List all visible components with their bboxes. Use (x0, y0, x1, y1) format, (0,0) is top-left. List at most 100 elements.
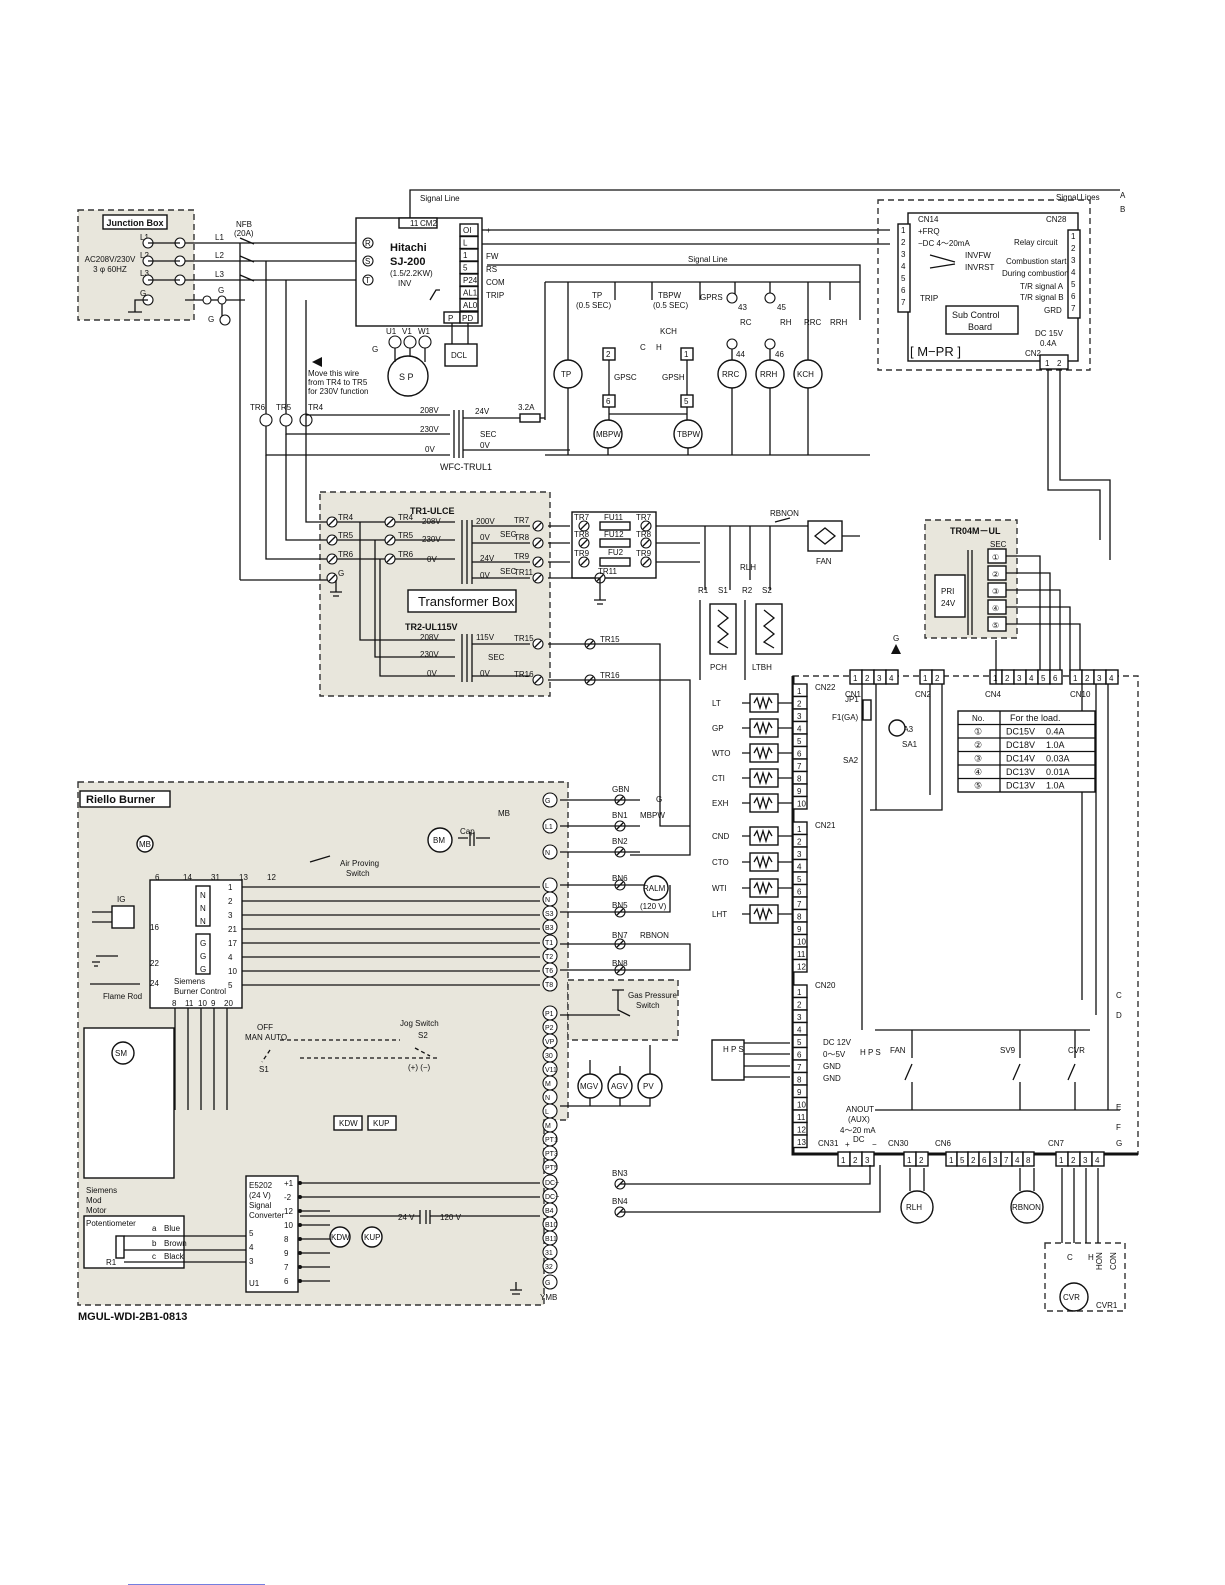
burner-ctl-pin-16: 16 (150, 923, 159, 932)
bn-bn7: BN7 (612, 931, 628, 940)
fu12: FU12 (604, 530, 624, 539)
kch-coil: KCH (797, 370, 814, 379)
fan-and-heaters: RBNON FAN RLH R1 S1 R2 S2 PCH LTBH (698, 509, 860, 680)
mod-motor-2: Mod (86, 1196, 102, 1205)
inverter-terminal: 5 (463, 264, 468, 273)
terminal-strip-label: 30 (545, 1053, 553, 1060)
tb-mid-label: TR6 (398, 550, 414, 559)
burner-ctl-top-pin: 14 (183, 873, 192, 882)
terminal-strip-label: 31 (545, 1250, 553, 1257)
load-table-voltage: DC13V (1006, 781, 1035, 791)
side-pin: 13 (797, 1138, 806, 1147)
e5202-right-pin: 6 (284, 1277, 289, 1286)
rlh-contact: RLH (740, 563, 756, 572)
sub-cn28: CN28 (1046, 215, 1067, 224)
tb-mid-label: TR5 (398, 531, 414, 540)
feeder-l3: L3 (215, 270, 224, 279)
terminal-strip-label: N (545, 1095, 550, 1102)
side-pin: 9 (797, 1088, 802, 1097)
sub-right-pin: 5 (1071, 280, 1076, 289)
side-pin: 3 (797, 712, 802, 721)
sa2: SA2 (843, 756, 859, 765)
rrc-coil: RRC (722, 370, 740, 379)
hps-label: H P S (723, 1045, 744, 1054)
wire-black: Black (164, 1252, 185, 1261)
anout-aux: (AUX) (848, 1115, 870, 1124)
drawing-code: MGUL-WDI-2B1-0813 (78, 1311, 187, 1323)
dcl-label: DCL (451, 351, 468, 360)
sub-grd: GRD (1044, 306, 1062, 315)
nfb-rating: (20A) (234, 229, 254, 238)
heater-s1: S1 (718, 586, 728, 595)
cn6-pin: 3 (993, 1156, 998, 1165)
tp-time: (0.5 SEC) (576, 301, 611, 310)
burner-ctl-pin: 10 (228, 967, 237, 976)
tb-sec-2: SEC (500, 567, 517, 576)
svg-text:G: G (200, 965, 206, 974)
cn7: CN7 (1048, 1139, 1065, 1148)
edge-f: F (1116, 1123, 1121, 1132)
terminal-strip-label: N (545, 897, 550, 904)
e5202-right-pin: 7 (284, 1263, 289, 1272)
kup-coil: KUP (364, 1233, 380, 1242)
edge-g: G (1116, 1139, 1122, 1148)
inverter-sj200: 11 CM2 Hitachi SJ-200 (1.5/2.2KW) INV R … (355, 217, 505, 327)
load-table-voltage: DC15V (1006, 727, 1035, 737)
svg-text:G: G (200, 939, 206, 948)
svg-text:N: N (200, 891, 206, 900)
tb-right-label: TR8 (514, 533, 530, 542)
cn10: CN10 (1070, 690, 1091, 699)
terminal-strip-label: T8 (545, 982, 553, 989)
svg-text:2: 2 (1057, 359, 1062, 368)
tb-0v-2: 0V (427, 669, 437, 678)
fu11: FU11 (604, 513, 624, 522)
load-table-current: 0.03A (1046, 754, 1070, 764)
rrc-contact: RRC (804, 318, 822, 327)
feeder-g: G (218, 286, 224, 295)
anout-dc: DC (853, 1135, 865, 1144)
pot-c: c (152, 1252, 156, 1261)
terminal-strip-label: P1 (545, 1011, 554, 1018)
junction-l2: L2 (140, 251, 149, 260)
tbpw-motor: TBPW (677, 430, 701, 439)
terminal-strip-label: L (545, 883, 549, 890)
sub-right-pin: 1 (1071, 232, 1076, 241)
inverter-terminal: AL1 (463, 289, 478, 298)
relay-sv9: SV9 (1000, 1046, 1016, 1055)
cn21: CN21 (815, 821, 836, 830)
bn-gbn: GBN (612, 785, 630, 794)
sub-left-pin: 6 (901, 286, 906, 295)
load-table-current: 1.0A (1046, 740, 1065, 750)
cn21-load-label: CND (712, 832, 730, 841)
burner-ctl-pin: 2 (228, 897, 233, 906)
tb-right-label: TR9 (514, 552, 530, 561)
n45: 45 (777, 303, 786, 312)
fuse-tr11-label: TR11 (598, 567, 618, 576)
wfc-tr6: TR6 (250, 403, 266, 412)
inverter-terminal: L (463, 239, 468, 248)
burner-ctl-pin: 3 (228, 911, 233, 920)
e5202: E5202 (249, 1181, 273, 1190)
cn6-pin: 7 (1004, 1156, 1009, 1165)
bn-g: G (656, 795, 662, 804)
ralm: RALM (643, 884, 666, 893)
sub-invfw: INVFW (965, 251, 991, 260)
sa3: SA3 (898, 725, 914, 734)
burner-cap: Cap (460, 827, 475, 836)
sub-cn14: CN14 (918, 215, 939, 224)
connector-pin: 4 (1029, 674, 1034, 683)
move-note-3: for 230V function (308, 387, 368, 396)
wfc-sec: SEC (480, 430, 497, 439)
load-table-voltage: DC18V (1006, 740, 1035, 750)
pot-b: b (152, 1239, 157, 1248)
signal-lines-label: Signal Lines (1056, 193, 1100, 202)
sub-right-pin: 2 (1071, 244, 1076, 253)
sub-during: During combustion (1002, 269, 1069, 278)
bn-bn2: BN2 (612, 837, 628, 846)
terminal-strip-label: 32 (545, 1264, 553, 1271)
burner-ctl-pin-24: 24 (150, 979, 159, 988)
terminal-strip-label: T1 (545, 940, 553, 947)
tb-sec: SEC (500, 530, 517, 539)
side-pin: 5 (797, 1038, 802, 1047)
